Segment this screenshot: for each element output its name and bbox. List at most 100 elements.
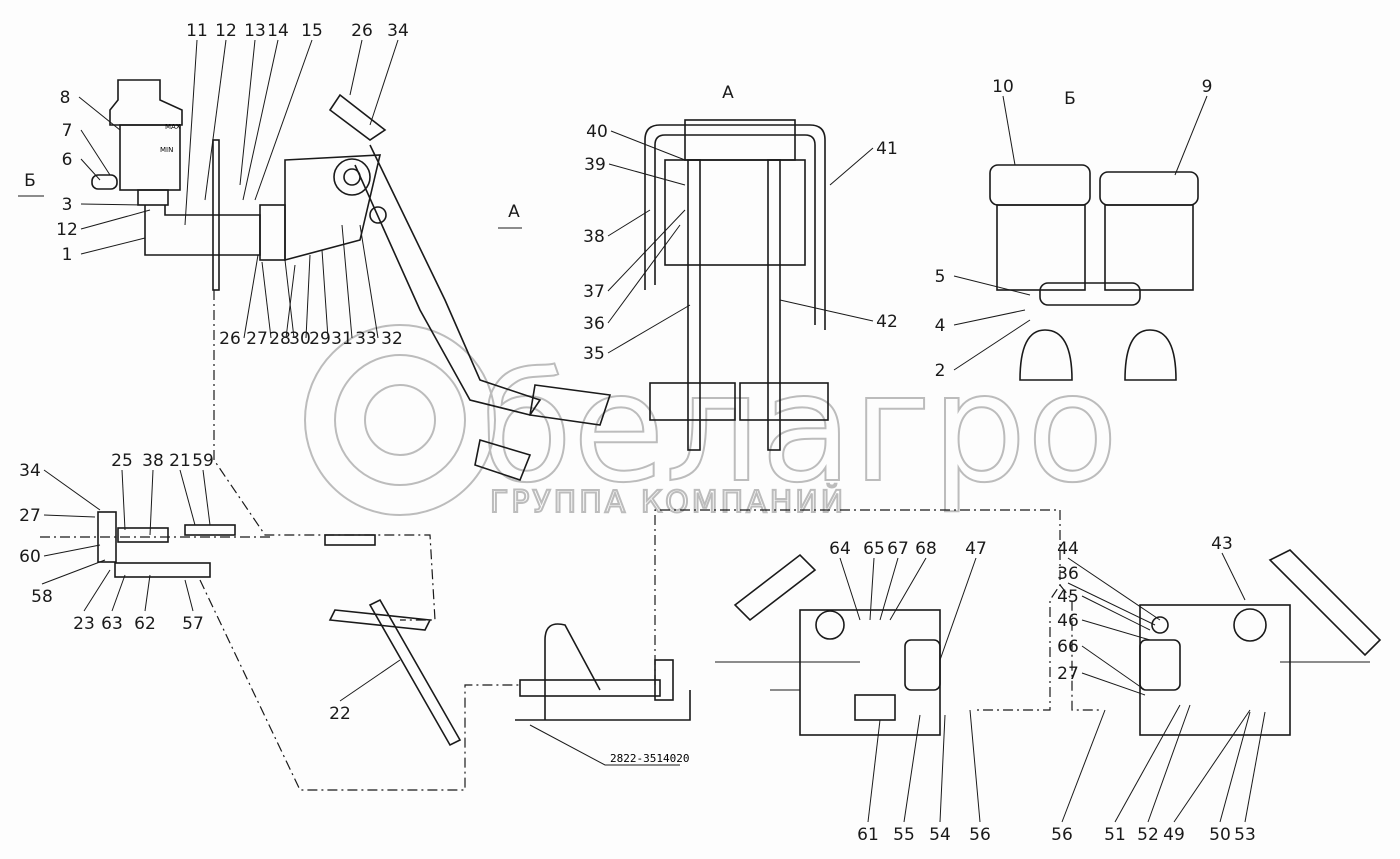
view-a-arrow-label: А bbox=[508, 202, 520, 222]
part-callout-46: 46 bbox=[1057, 611, 1079, 631]
part-callout-43: 43 bbox=[1211, 534, 1233, 554]
watermark-subtitle: ГРУППА КОМПАНИЙ bbox=[490, 484, 846, 520]
part-callout-56: 56 bbox=[969, 825, 991, 845]
part-callout-25: 25 bbox=[111, 451, 133, 471]
leader-line bbox=[321, 249, 329, 339]
part-callout-56: 56 bbox=[1051, 825, 1073, 845]
part-callout-60: 60 bbox=[19, 547, 41, 567]
leader-line bbox=[41, 559, 106, 585]
leader-line bbox=[242, 39, 279, 201]
leader-line bbox=[608, 163, 686, 186]
leader-line bbox=[80, 129, 111, 176]
leader-line bbox=[1174, 95, 1208, 176]
part-callout-39: 39 bbox=[584, 155, 606, 175]
part-callout-64: 64 bbox=[829, 539, 851, 559]
part-callout-65: 65 bbox=[863, 539, 885, 559]
part-callout-26: 26 bbox=[219, 329, 241, 349]
part-callout-38: 38 bbox=[583, 227, 605, 247]
leader-line bbox=[149, 469, 154, 536]
part-callout-40: 40 bbox=[586, 122, 608, 142]
part-callout-44: 44 bbox=[1057, 539, 1079, 559]
max-mark: MAX bbox=[165, 123, 181, 131]
part-callout-7: 7 bbox=[62, 121, 73, 141]
leader-line bbox=[80, 203, 146, 206]
watermark-brand: белагро bbox=[480, 342, 1118, 516]
leader-line bbox=[1114, 704, 1181, 823]
leader-line bbox=[607, 209, 686, 292]
leader-line bbox=[1067, 557, 1161, 621]
part-callout-50: 50 bbox=[1209, 825, 1231, 845]
part-callout-59: 59 bbox=[192, 451, 214, 471]
leader-line bbox=[341, 224, 353, 339]
min-mark: MIN bbox=[160, 146, 173, 154]
leader-line bbox=[939, 557, 977, 661]
leader-line bbox=[239, 39, 256, 186]
leader-line bbox=[839, 557, 861, 621]
part-callout-66: 66 bbox=[1057, 637, 1079, 657]
leader-line bbox=[1081, 595, 1151, 631]
leader-line bbox=[305, 254, 311, 339]
part-callout-9: 9 bbox=[1202, 77, 1213, 97]
leader-line bbox=[43, 514, 96, 518]
part-callout-31: 31 bbox=[331, 329, 353, 349]
part-callout-30: 30 bbox=[289, 329, 311, 349]
part-callout-5: 5 bbox=[935, 267, 946, 287]
part-callout-62: 62 bbox=[134, 614, 156, 634]
part-callout-36: 36 bbox=[583, 314, 605, 334]
leader-line bbox=[1219, 711, 1251, 823]
part-callout-61: 61 bbox=[857, 825, 879, 845]
leader-line bbox=[779, 299, 874, 322]
part-callout-27: 27 bbox=[1057, 664, 1079, 684]
part-callout-11: 11 bbox=[186, 21, 208, 41]
part-callout-35: 35 bbox=[583, 344, 605, 364]
part-callout-23: 23 bbox=[73, 614, 95, 634]
part-callout-63: 63 bbox=[101, 614, 123, 634]
leader-line bbox=[1147, 704, 1191, 823]
leader-line bbox=[80, 209, 151, 230]
part-callout-36: 36 bbox=[1057, 564, 1079, 584]
part-callout-12: 12 bbox=[215, 21, 237, 41]
part-callout-34: 34 bbox=[387, 21, 409, 41]
part-callout-42: 42 bbox=[876, 312, 898, 332]
part-callout-6: 6 bbox=[62, 150, 73, 170]
leader-line bbox=[284, 259, 295, 339]
leader-line bbox=[202, 469, 211, 526]
part-callout-8: 8 bbox=[60, 88, 71, 108]
view-b-reservoirs bbox=[989, 164, 1199, 381]
leader-line bbox=[78, 96, 121, 131]
leader-line bbox=[953, 275, 1031, 296]
part-callout-28: 28 bbox=[269, 329, 291, 349]
part-callout-58: 58 bbox=[31, 587, 53, 607]
leader-line bbox=[953, 319, 1031, 371]
part-callout-37: 37 bbox=[583, 282, 605, 302]
leader-line bbox=[349, 39, 363, 96]
leader-line bbox=[1002, 95, 1016, 166]
bracket-2822 bbox=[515, 623, 691, 721]
part-callout-41: 41 bbox=[876, 139, 898, 159]
part-callout-57: 57 bbox=[182, 614, 204, 634]
view-b-arrow-label: Б bbox=[24, 171, 36, 191]
leader-line bbox=[204, 39, 227, 201]
leader-line bbox=[607, 209, 651, 237]
part-callout-21: 21 bbox=[169, 451, 191, 471]
leader-line bbox=[1081, 619, 1151, 641]
brake-valve-unit-left bbox=[715, 553, 941, 736]
leader-line bbox=[184, 579, 194, 612]
leader-line bbox=[43, 544, 101, 557]
leader-line bbox=[829, 147, 874, 186]
leader-line bbox=[869, 557, 875, 621]
part-callout-13: 13 bbox=[244, 21, 266, 41]
leader-line bbox=[903, 714, 921, 823]
leader-line bbox=[607, 224, 681, 324]
view-b-title: Б bbox=[1064, 89, 1076, 109]
part-callout-10: 10 bbox=[992, 77, 1014, 97]
leader-line bbox=[1081, 672, 1146, 696]
leader-line bbox=[339, 659, 401, 702]
leader-line bbox=[43, 469, 101, 511]
leader-line bbox=[254, 39, 313, 201]
brake-valve-unit-right bbox=[1139, 549, 1382, 736]
part-callout-55: 55 bbox=[893, 825, 915, 845]
part-callout-49: 49 bbox=[1163, 825, 1185, 845]
leader-line bbox=[369, 39, 399, 126]
